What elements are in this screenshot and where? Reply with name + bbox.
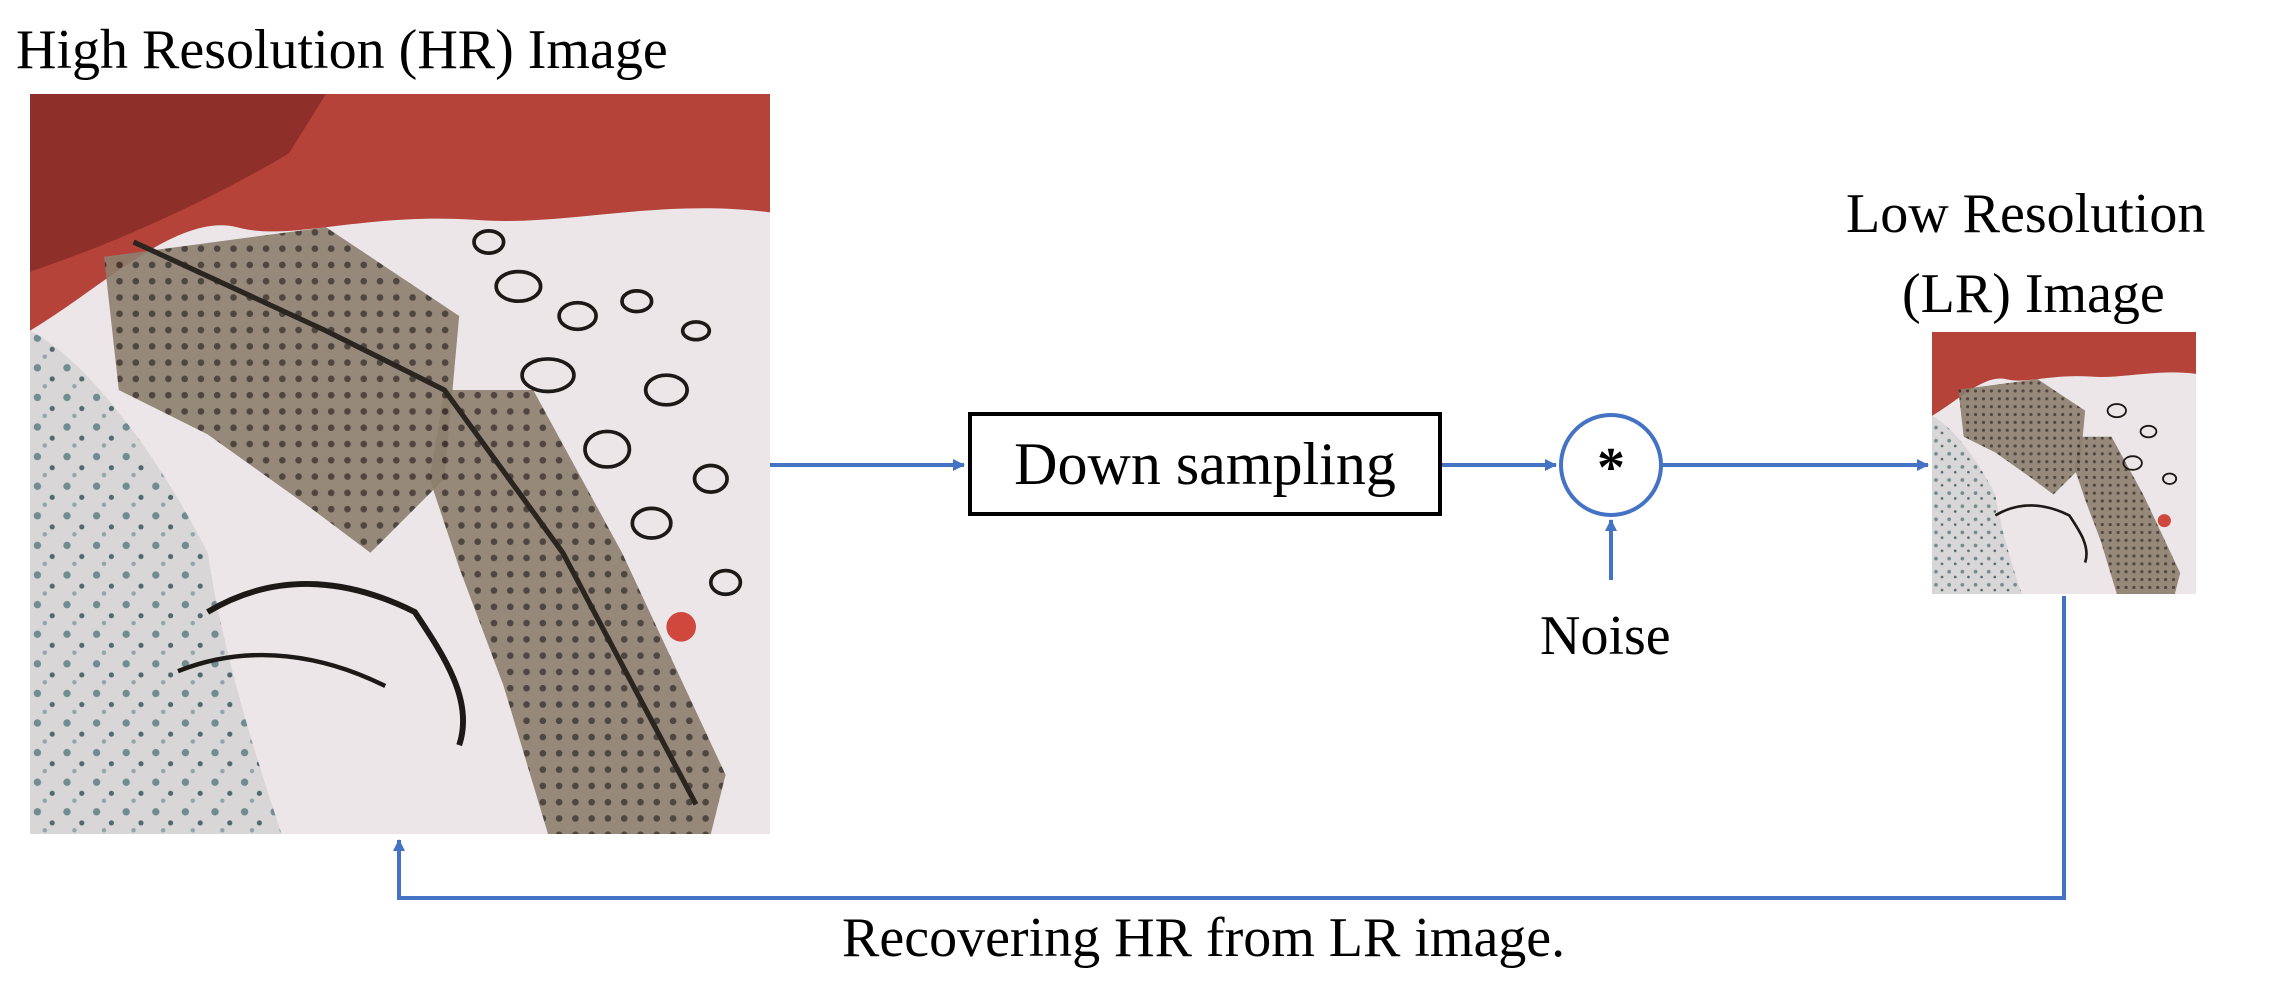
noise-label: Noise bbox=[1540, 605, 1671, 667]
lr-image-title-line1: Low Resolution bbox=[1846, 183, 2206, 245]
hr-image-title: High Resolution (HR) Image bbox=[16, 19, 668, 81]
feedback-caption: Recovering HR from LR image. bbox=[842, 907, 1566, 969]
hr-micrograph-image bbox=[30, 94, 770, 834]
downsampling-box: Down sampling bbox=[968, 412, 1442, 516]
lr-micrograph-image bbox=[1932, 332, 2196, 594]
convolution-operator-symbol: * bbox=[1597, 437, 1625, 499]
convolution-operator-circle bbox=[1559, 413, 1663, 517]
downsampling-label: Down sampling bbox=[1014, 430, 1396, 497]
lr-image-title-line2: (LR) Image bbox=[1902, 263, 2165, 325]
